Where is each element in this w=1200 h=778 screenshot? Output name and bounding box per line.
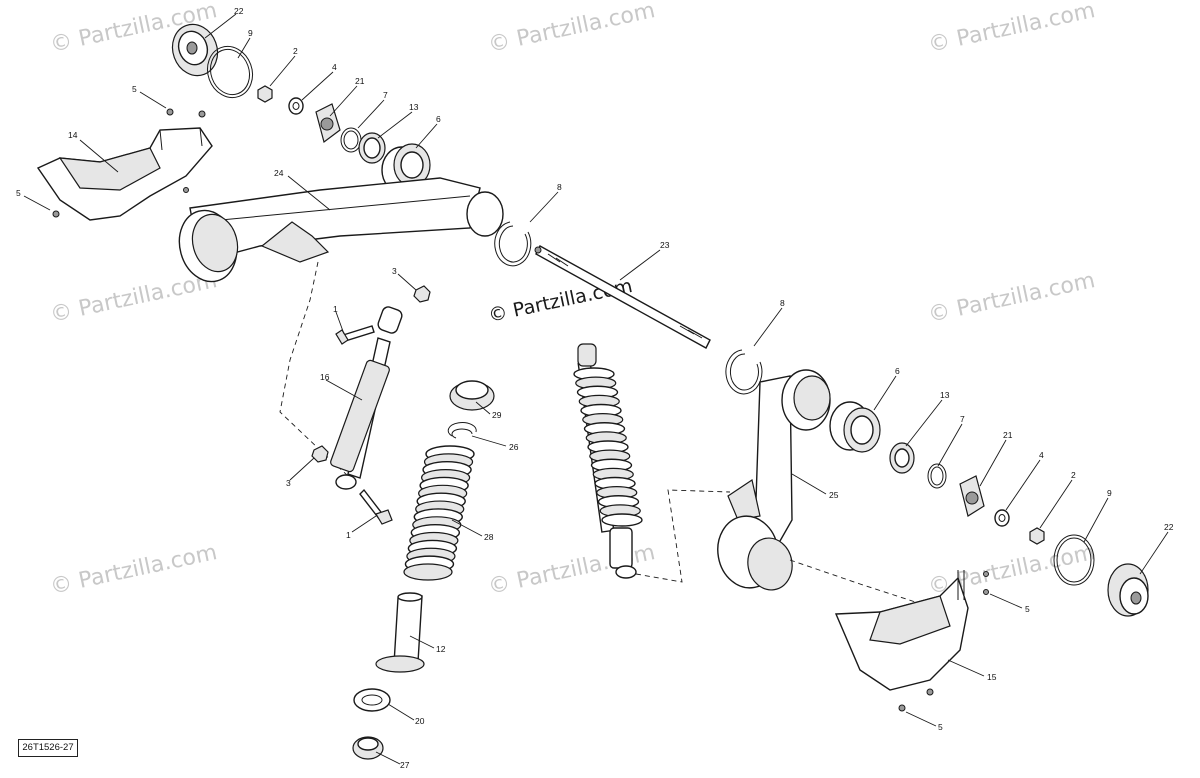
leader-lines	[23, 13, 1169, 765]
part-21-seal-plate-right	[959, 475, 985, 517]
callout-24: 24	[274, 168, 284, 178]
part-13-seal-left	[358, 132, 386, 164]
callout-25: 25	[829, 490, 839, 500]
callout-5-left: 5	[16, 188, 21, 198]
callout-2-right: 2	[1071, 470, 1076, 480]
callout-27: 27	[400, 760, 410, 770]
callout-1-upper: 1	[333, 304, 338, 314]
callout-labels: 22 9 2 4 21 7 13 6 5 14 5 24 8 23 3 1 16…	[16, 6, 1174, 770]
callout-13-left: 13	[409, 102, 419, 112]
watermark-top-center: © Partzilla.com	[486, 0, 657, 58]
callout-9-right: 9	[1107, 488, 1112, 498]
watermark-mid-left: © Partzilla.com	[48, 268, 219, 328]
watermark-bottom-left: © Partzilla.com	[48, 540, 219, 600]
callout-5-right-lower: 5	[938, 722, 943, 732]
callout-2-left: 2	[293, 46, 298, 56]
callout-8-top: 8	[557, 182, 562, 192]
callout-6-right: 6	[895, 366, 900, 376]
part-29-spring-seat	[449, 380, 495, 411]
part-22-hub-cap-right	[1107, 563, 1149, 617]
callout-13-right: 13	[940, 390, 950, 400]
part-2-nut-right	[1029, 527, 1045, 545]
part-15-guard-right	[834, 570, 989, 712]
callout-21-right: 21	[1003, 430, 1013, 440]
callout-21-left: 21	[355, 76, 365, 86]
callout-28: 28	[484, 532, 494, 542]
callout-23: 23	[660, 240, 670, 250]
part-1-bolt-upper	[335, 325, 375, 345]
callout-3-upper: 3	[392, 266, 397, 276]
part-26-keeper	[447, 422, 477, 439]
part-4-washer-right	[994, 509, 1010, 527]
part-7-circlip-right	[927, 463, 947, 489]
callout-7-right: 7	[960, 414, 965, 424]
watermarks: © Partzilla.com © Partzilla.com © Partzi…	[48, 0, 1097, 600]
callout-4-left: 4	[332, 62, 337, 72]
part-27-adjuster-nut	[352, 736, 384, 760]
part-12-spring-guide	[375, 592, 425, 673]
part-24-swing-arm-left	[178, 177, 504, 477]
callout-15: 15	[987, 672, 997, 682]
callout-4-right: 4	[1039, 450, 1044, 460]
part-4-washer-left	[288, 97, 304, 115]
watermark-top-right: © Partzilla.com	[926, 0, 1097, 58]
callout-29: 29	[492, 410, 502, 420]
callout-26: 26	[509, 442, 519, 452]
diagram-reference-code: 26T1526-27	[18, 739, 78, 757]
part-21-seal-plate-left	[315, 103, 341, 144]
callout-7-left: 7	[383, 90, 388, 100]
part-8-circlip-top	[494, 221, 532, 267]
part-1-bolt-lower	[359, 488, 393, 525]
watermark-center: © Partzilla.com	[486, 275, 634, 327]
callout-1-lower: 1	[346, 530, 351, 540]
callout-20: 20	[415, 716, 425, 726]
callout-22-right: 22	[1164, 522, 1174, 532]
part-20-washer	[353, 688, 391, 712]
part-28-coil-spring	[403, 445, 475, 581]
leader-dashed-center	[635, 489, 731, 583]
part-25-swing-arm-right	[717, 369, 941, 611]
part-16-shock-absorber	[330, 306, 403, 490]
callout-14: 14	[68, 130, 78, 140]
callout-5-right-upper: 5	[1025, 604, 1030, 614]
part-23-shaft	[534, 245, 711, 349]
callout-12: 12	[436, 644, 446, 654]
callout-8-lower: 8	[780, 298, 785, 308]
callout-5-top: 5	[132, 84, 137, 94]
callout-6-left: 6	[436, 114, 441, 124]
part-9-clamp-right	[1053, 534, 1095, 586]
callout-9-left: 9	[248, 28, 253, 38]
part-7-circlip-left	[340, 127, 362, 153]
part-3-nut-upper	[413, 285, 431, 303]
part-2-nut-left	[257, 85, 273, 103]
part-9-clamp-left	[206, 45, 254, 99]
coilover-shock-center	[573, 343, 643, 579]
part-14-guard-left	[36, 108, 213, 221]
part-6-bearing-right	[829, 401, 881, 453]
part-8-circlip-lower	[725, 349, 763, 395]
part-13-seal-right	[889, 442, 915, 474]
part-3-nut-lower	[311, 445, 329, 463]
watermark-mid-right: © Partzilla.com	[926, 268, 1097, 328]
callout-3-lower: 3	[286, 478, 291, 488]
callout-16: 16	[320, 372, 330, 382]
callout-22-left: 22	[234, 6, 244, 16]
